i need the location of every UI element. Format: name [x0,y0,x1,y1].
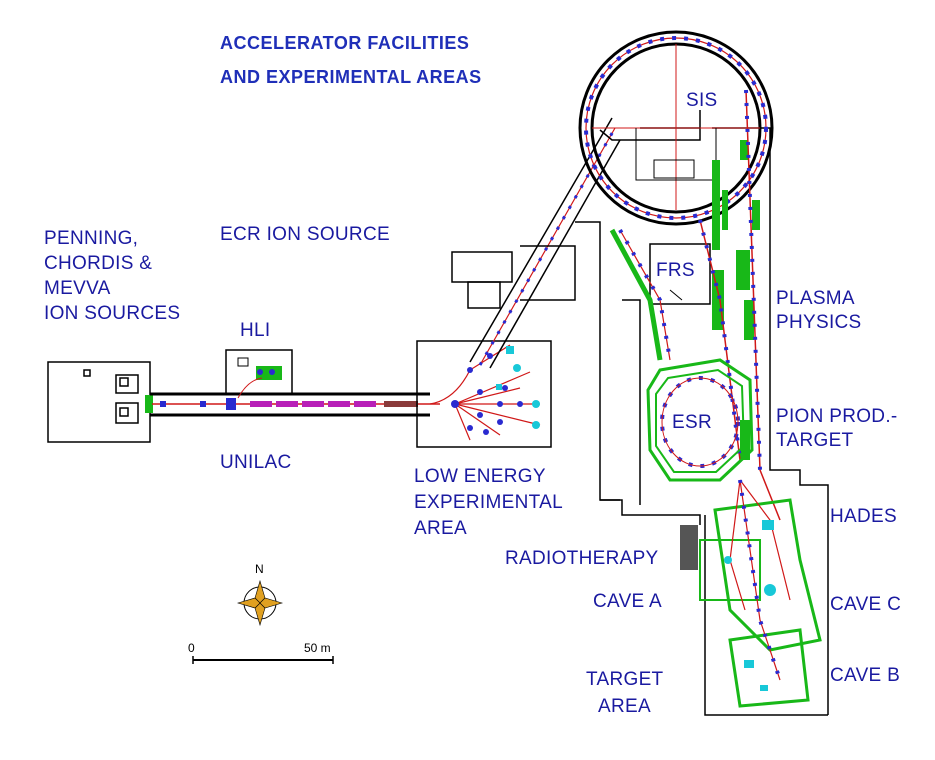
label-pion-2: TARGET [776,430,854,451]
label-cave-c: CAVE C [830,594,902,615]
title-line-1: ACCELERATOR FACILITIES [220,33,470,53]
hli-building [225,349,293,399]
experimental-halls [699,479,822,708]
label-cave-b: CAVE B [830,665,901,686]
label-hades: HADES [830,506,897,527]
label-low-energy-2: EXPERIMENTAL [414,492,563,513]
title-line-2: AND EXPERIMENTAL AREAS [220,67,482,87]
low-energy-area [416,340,552,448]
label-low-energy-1: LOW ENERGY [414,466,546,487]
label-frs: FRS [656,260,695,281]
label-penning-3: MEVVA [44,278,111,299]
label-low-energy-3: AREA [414,518,467,539]
unilac-tunnel [150,392,440,417]
sis-ring [578,30,774,226]
label-cave-a: CAVE A [593,591,663,612]
label-radiotherapy: RADIOTHERAPY [505,548,659,569]
label-unilac: UNILAC [220,452,292,473]
scale-end-label: 50 m [304,641,331,655]
label-plasma-1: PLASMA [776,288,855,309]
label-plasma-2: PHYSICS [776,312,862,333]
frs-line [609,228,683,361]
compass-north-label: N [255,562,264,576]
building-walls [451,110,829,716]
label-penning-4: ION SOURCES [44,303,181,324]
label-penning-2: CHORDIS & [44,253,153,274]
ion-source-building [47,361,151,443]
source-green-block [145,395,153,413]
scale-start-label: 0 [188,641,195,655]
plasma-physics-area [712,140,760,460]
label-target-2: AREA [598,696,651,717]
scale-bar [192,656,334,664]
label-ecr: ECR ION SOURCE [220,224,390,245]
label-esr: ESR [672,412,712,433]
detectors [724,520,776,691]
esr-ring [646,358,754,482]
radiotherapy-block [680,525,698,570]
label-pion-1: PION PROD.- [776,406,898,427]
label-hli: HLI [240,320,271,341]
label-penning-1: PENNING, [44,228,139,249]
unilac-magnets [250,401,418,407]
label-target-1: TARGET [586,669,664,690]
compass-rose [236,579,284,627]
label-sis: SIS [686,90,718,111]
